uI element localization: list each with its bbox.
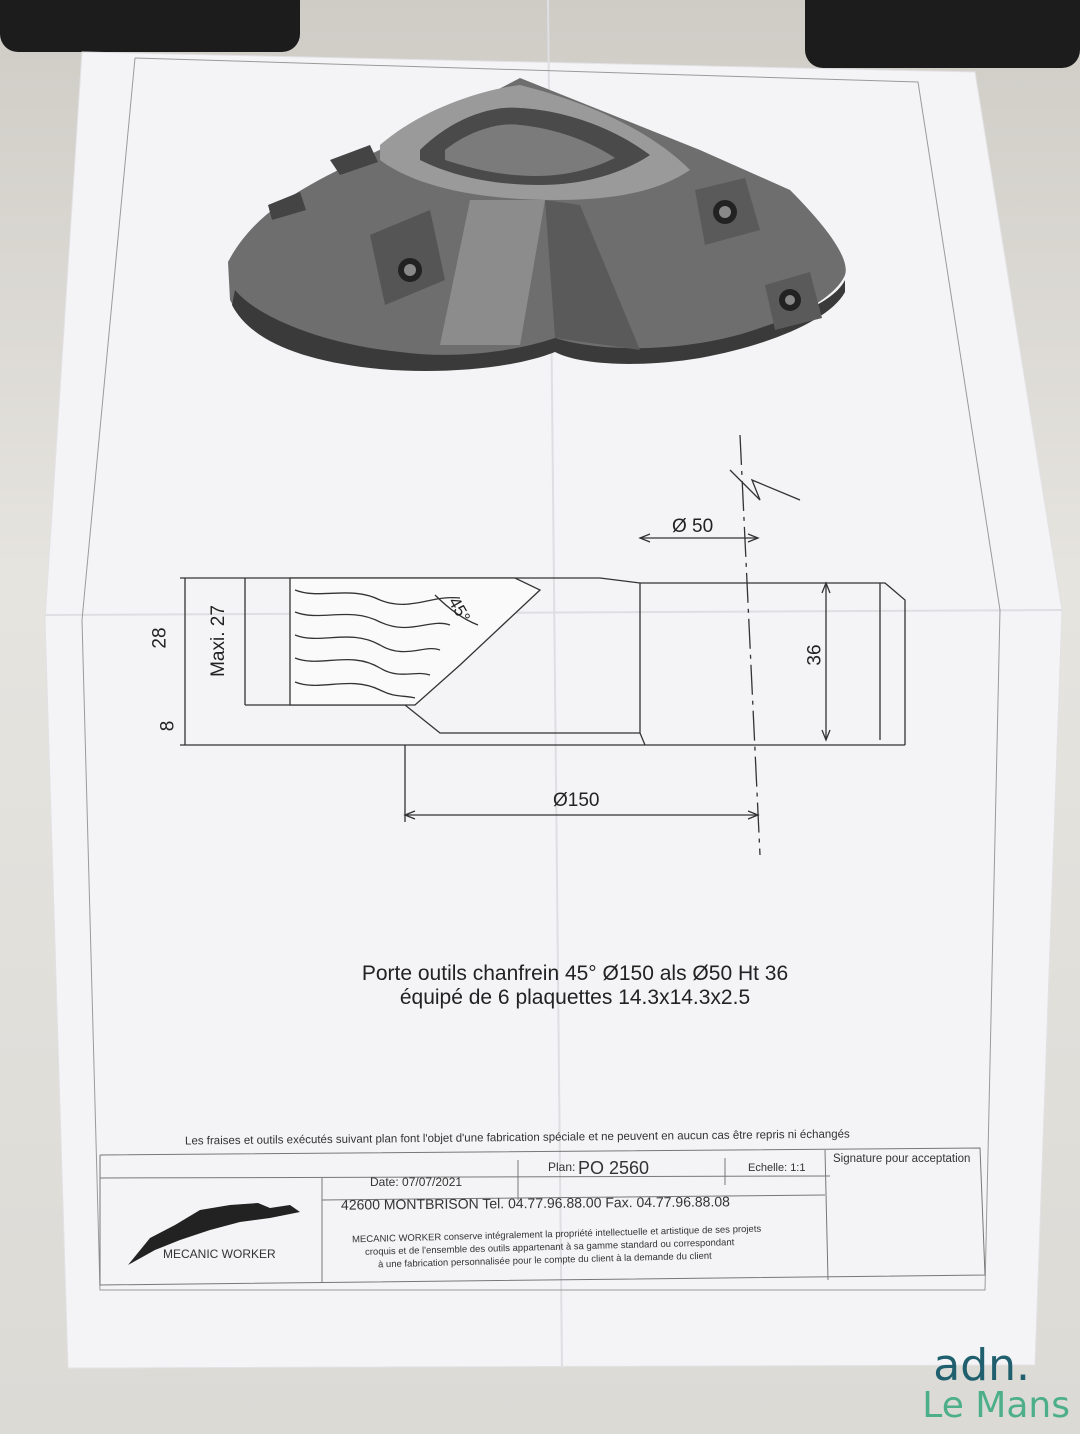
signature-field: Signature pour acceptation	[833, 1153, 971, 1165]
description-line-1: Porte outils chanfrein 45° Ø150 als Ø50 …	[361, 962, 789, 985]
scale-field: Echelle: 1:1	[748, 1162, 806, 1174]
tool-render	[228, 78, 846, 372]
dark-object-right	[805, 0, 1080, 68]
company-address: 42600 MONTBRISON Tel. 04.77.96.88.00 Fax…	[340, 1193, 730, 1213]
watermark-city: Le Mans	[922, 1385, 1070, 1426]
company-logo-text: MECANIC WORKER	[163, 1247, 276, 1261]
plan-label: Plan:	[548, 1160, 576, 1174]
dark-object-left	[0, 0, 300, 52]
date-field: Date: 07/07/2021	[370, 1175, 463, 1189]
description-line-2: équipé de 6 plaquettes 14.3x14.3x2.5	[399, 986, 751, 1009]
drawing-description: Porte outils chanfrein 45° Ø150 als Ø50 …	[270, 962, 880, 1010]
plan-number: PO 2560	[578, 1158, 650, 1178]
dim-outer-diameter: Ø150	[553, 790, 600, 811]
cross-section	[180, 434, 906, 856]
dim-bore-diameter: Ø 50	[672, 516, 714, 537]
watermark-brand: adn.	[933, 1340, 1030, 1391]
company-logo-graphic	[128, 1203, 300, 1265]
